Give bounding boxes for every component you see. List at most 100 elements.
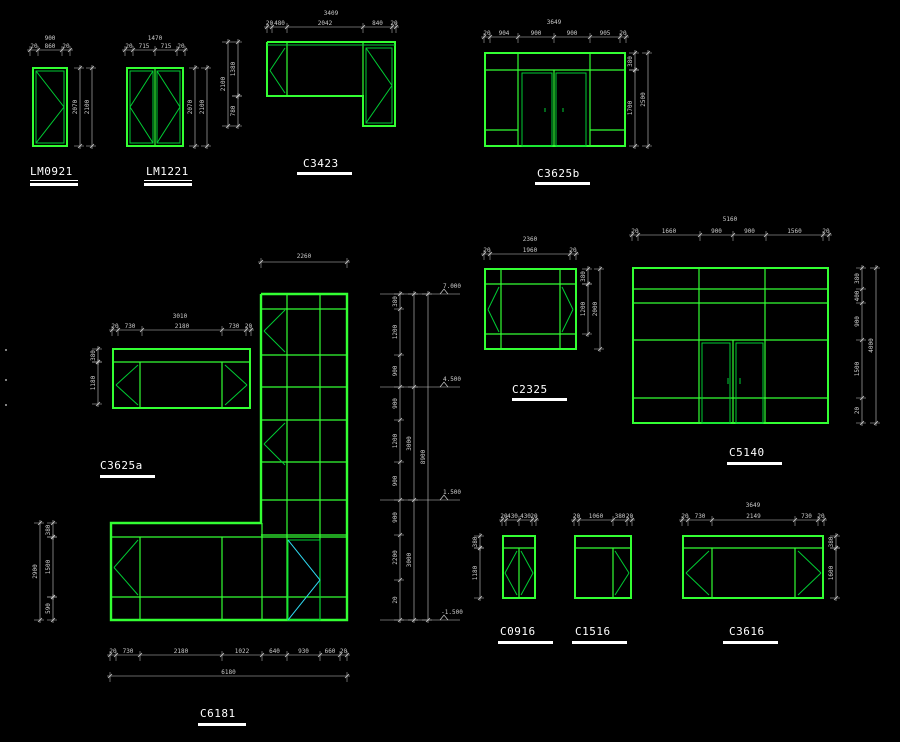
dim-text: 590 <box>45 603 52 614</box>
dim-text: 3649 <box>746 502 761 509</box>
glass-line <box>287 539 321 581</box>
dim-text: 900 <box>45 35 56 42</box>
dim-text: 20 <box>573 513 581 520</box>
label-c2325: C2325 <box>512 383 548 396</box>
dim-text: 380 <box>828 536 835 547</box>
underline <box>727 462 782 465</box>
dim-text: 860 <box>45 43 56 50</box>
sash-line <box>561 286 574 310</box>
label-lm0921: LM0921 <box>30 165 73 178</box>
dim-text: 1600 <box>828 565 835 580</box>
frame-rect <box>32 67 68 147</box>
frame-rect <box>682 535 824 599</box>
sash-line <box>487 286 500 310</box>
sash-line <box>520 550 534 574</box>
frame-outline <box>109 292 349 622</box>
frame-line <box>35 70 65 108</box>
dim-text: 20 <box>30 43 38 50</box>
dim-text: 730 <box>801 513 812 520</box>
sash-line <box>504 550 518 574</box>
dim-text: 900 <box>392 475 399 486</box>
dim-text: 1660 <box>662 228 677 235</box>
dim-text: 20 <box>111 323 119 330</box>
sash-line <box>685 550 710 574</box>
dim-text: 780 <box>230 105 237 116</box>
frame-line <box>35 106 65 144</box>
dim-text: 2070 <box>187 99 194 114</box>
dim-text: 380 <box>90 350 97 361</box>
dim-text: 20 <box>390 20 398 27</box>
dim-text: 20 <box>245 323 253 330</box>
sash-line <box>263 330 286 353</box>
dim-text: 840 <box>372 20 383 27</box>
sash-line <box>224 364 248 386</box>
dim-text: 20 <box>392 596 399 604</box>
sash-line <box>129 70 154 108</box>
dim-text: 380 <box>615 513 626 520</box>
sash-line <box>113 539 139 568</box>
frame-rect <box>521 72 553 147</box>
underline <box>512 398 567 401</box>
dim-text: 380 <box>45 524 52 535</box>
dim-text: 2180 <box>174 648 189 655</box>
dim-text: 2100 <box>220 76 227 91</box>
frame-rect <box>156 70 181 144</box>
dim-text: 400 <box>854 290 861 301</box>
dim-text: 20 <box>854 407 861 415</box>
label-c0916: C0916 <box>500 625 536 638</box>
dim-text: 2200 <box>392 550 399 565</box>
underline <box>723 641 778 644</box>
underline <box>297 172 352 175</box>
dim-text: 20 <box>340 648 348 655</box>
dim-text: 1700 <box>627 100 634 115</box>
dim-text: 730 <box>695 513 706 520</box>
dim-text: 2360 <box>523 236 538 243</box>
dim-text: 20 <box>619 30 627 37</box>
dim-text: 2100 <box>84 99 91 114</box>
elev-mark <box>439 288 449 295</box>
dim-text: 1200 <box>580 301 587 316</box>
dim-text: 8900 <box>420 449 427 464</box>
dim-text: 20 <box>266 20 274 27</box>
dim-text: 20 <box>631 228 639 235</box>
dim-text: 2042 <box>318 20 333 27</box>
sash-line <box>561 309 574 333</box>
dim-text: 1470 <box>148 35 163 42</box>
dim-text: 2070 <box>72 99 79 114</box>
sash-line <box>129 106 154 144</box>
frame-rect <box>574 535 632 599</box>
sash-line <box>156 106 181 144</box>
dim-text: 380 <box>392 296 399 307</box>
dim-text: 1060 <box>589 513 604 520</box>
sash-line <box>269 70 286 94</box>
sash-line <box>115 364 139 386</box>
dim-text: 715 <box>139 43 150 50</box>
sash-line <box>224 384 248 406</box>
dim-text: 1500 <box>854 361 861 376</box>
dim-text: 380 <box>580 271 587 282</box>
dim-text: 1180 <box>472 565 479 580</box>
dim-text: 1180 <box>90 375 97 390</box>
elev-text: 1.500 <box>443 489 461 496</box>
elev-mark <box>439 381 449 388</box>
label-c3423: C3423 <box>303 157 339 170</box>
dim-text: 640 <box>269 648 280 655</box>
dim-text: 2500 <box>640 92 647 107</box>
dim-text: 1200 <box>392 324 399 339</box>
dim-text: 20 <box>530 513 538 520</box>
elev-mark <box>439 494 449 501</box>
underline <box>498 641 553 644</box>
dim-text: 3649 <box>547 19 562 26</box>
dim-text: 20 <box>177 43 185 50</box>
elev-text: 7.000 <box>443 283 461 290</box>
dim-text: 3000 <box>406 436 413 451</box>
frame-outline <box>266 41 396 127</box>
dim-text: 20 <box>62 43 70 50</box>
label-c5140: C5140 <box>729 446 765 459</box>
frame-rect <box>35 70 65 144</box>
dim-text: 905 <box>600 30 611 37</box>
dim-text: 20 <box>626 513 634 520</box>
underline <box>535 182 590 185</box>
dim-text: 20 <box>483 247 491 254</box>
